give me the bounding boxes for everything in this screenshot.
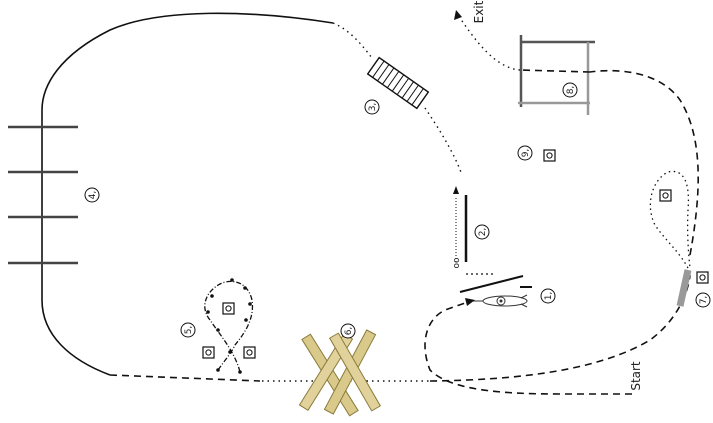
obstacle-4-poles: [8, 125, 78, 265]
station-1-number: 1,: [544, 292, 554, 301]
start-label: Start: [629, 361, 643, 391]
route-exit-dotted: [459, 17, 521, 71]
station-9-marker: 9,: [517, 145, 533, 161]
obstacle-7-bar: [676, 269, 692, 307]
station-4-number: 4,: [88, 191, 98, 200]
small-mark-label: oo: [452, 257, 462, 269]
route-start-dashed: [424, 301, 632, 395]
station-8-marker: 8,: [562, 82, 578, 98]
cone-7a: [659, 189, 672, 202]
arena-boundary: [41, 12, 334, 376]
station-5-marker: 5,: [180, 322, 196, 338]
route-dashed-7-to-8: [589, 69, 699, 256]
station-9-number: 9,: [521, 149, 531, 158]
route-dotted-top: [332, 22, 373, 59]
route-dashed-through-8: [519, 69, 591, 73]
station-5-number: 5,: [184, 326, 194, 335]
cone-9: [543, 149, 556, 162]
route-right-dashed: [429, 274, 691, 382]
station-8-number: 8,: [566, 86, 576, 95]
cone-7b: [696, 271, 709, 284]
obstacle-5-cones: [202, 278, 256, 374]
station-3-number: 3,: [368, 103, 378, 112]
station-7-number: 7,: [699, 296, 709, 305]
station-6-marker: 6,: [340, 323, 356, 339]
station-1-marker: 1,: [540, 288, 556, 304]
obstacle-8-box: [518, 35, 595, 115]
horse-rider-icon: [473, 294, 528, 308]
route-dotted-loop-7: [649, 170, 691, 269]
station-2-marker: 2,: [474, 224, 490, 240]
station-7-marker: 7,: [695, 292, 711, 308]
station-6-number: 6,: [344, 327, 354, 336]
exit-label: Exit: [472, 0, 486, 23]
obstacle-1-gate: [459, 273, 532, 293]
route-bottom-dashed: [109, 374, 261, 382]
route-exit-arrow: [454, 10, 462, 20]
route-dotted-bridge-to-2: [424, 107, 463, 176]
station-3-marker: 3,: [364, 99, 380, 115]
route-start-arrow: [465, 298, 475, 306]
obstacle-3-bridge: [366, 56, 430, 110]
obstacle-2-rail: [453, 186, 468, 262]
station-2-number: 2,: [478, 228, 488, 237]
station-4-marker: 4,: [84, 187, 100, 203]
obstacle-6-logs: [298, 329, 382, 417]
